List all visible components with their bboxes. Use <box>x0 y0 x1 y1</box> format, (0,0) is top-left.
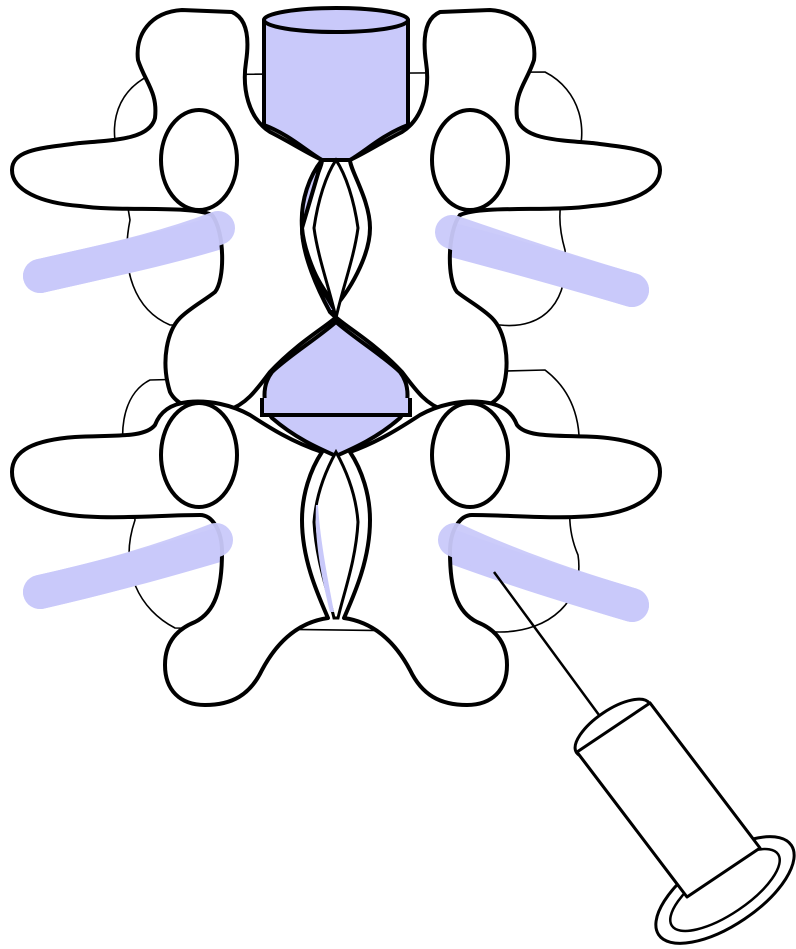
upper-right-facet <box>432 110 508 210</box>
lower-left-facet <box>161 403 237 507</box>
syringe-barrel-front <box>577 703 760 897</box>
lower-right-facet <box>432 403 508 507</box>
upper-left-facet <box>161 110 237 210</box>
dural-sac-top-cap <box>264 8 408 32</box>
middle-canal-band <box>262 398 410 415</box>
syringe <box>494 572 796 949</box>
